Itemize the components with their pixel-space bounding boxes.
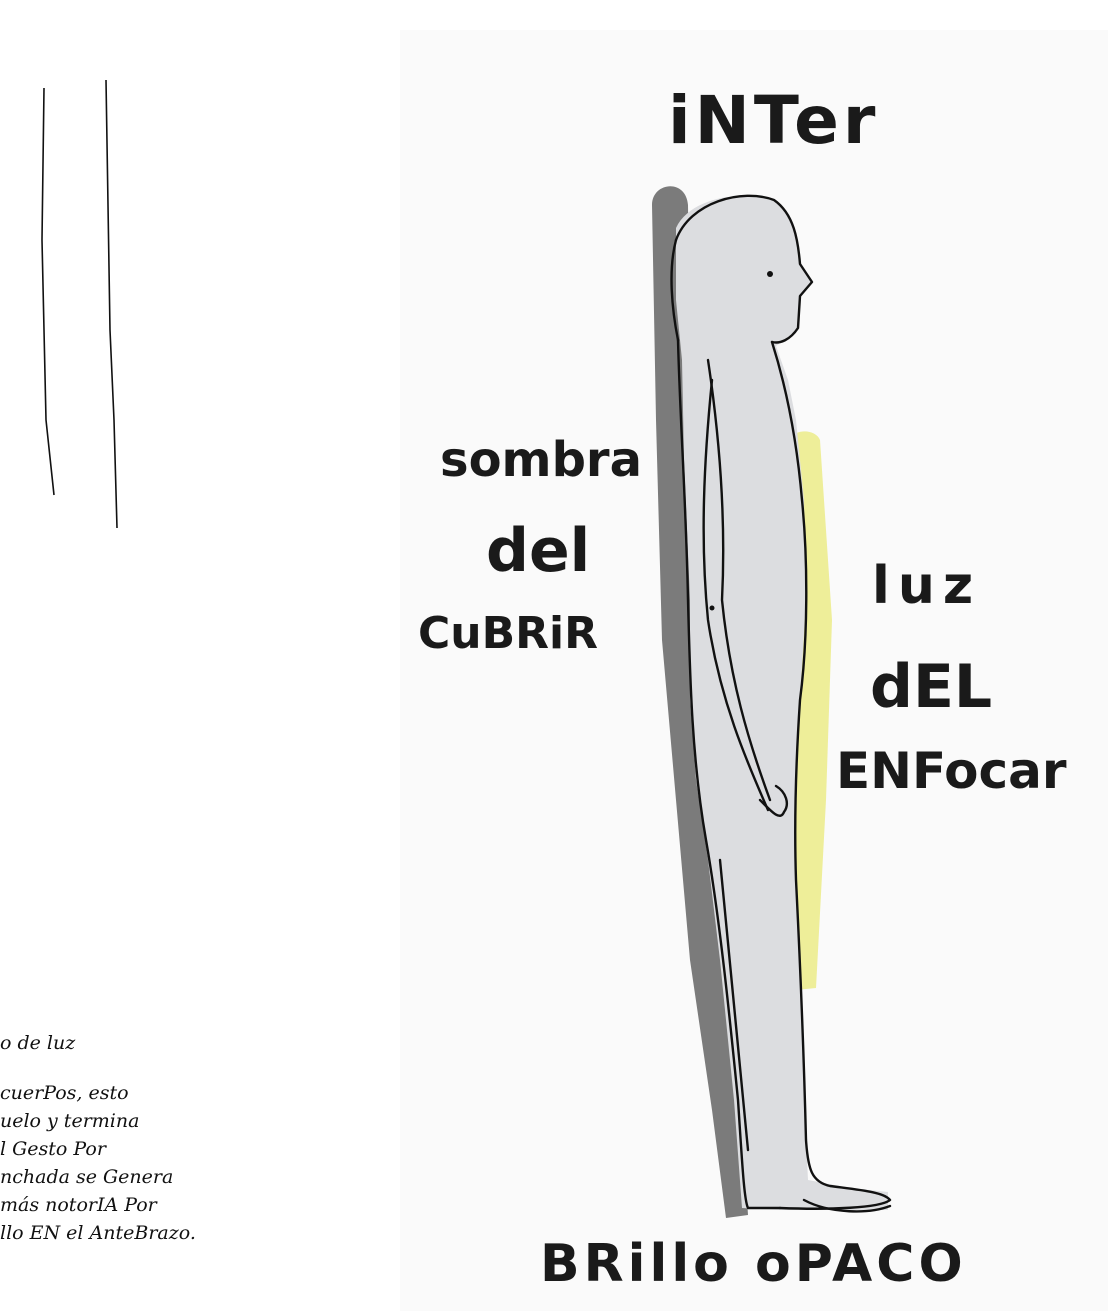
label-cubrir: CuBRiR bbox=[418, 608, 598, 659]
label-brillo-opaco: BRillo oPACO bbox=[540, 1234, 967, 1294]
eye bbox=[767, 271, 773, 277]
label-luz: luz bbox=[872, 556, 981, 616]
note-line: nchada se Genera bbox=[0, 1164, 173, 1190]
note-line: llo EN el AnteBrazo. bbox=[0, 1220, 196, 1246]
note-line: o de luz bbox=[0, 1030, 75, 1056]
label-del-light: dEL bbox=[870, 652, 992, 722]
note-line: más notorIA Por bbox=[0, 1192, 157, 1218]
note-line: l Gesto Por bbox=[0, 1136, 106, 1162]
label-del-shadow: del bbox=[486, 516, 590, 586]
label-sombra: sombra bbox=[440, 432, 642, 488]
navel bbox=[710, 606, 715, 611]
label-inter: iNTer bbox=[668, 82, 879, 159]
left-vertical-stroke-2 bbox=[106, 80, 117, 528]
label-enfocar: ENFocar bbox=[836, 742, 1067, 800]
left-vertical-stroke-1 bbox=[42, 88, 54, 495]
note-line: uelo y termina bbox=[0, 1108, 139, 1134]
note-line: cuerPos, esto bbox=[0, 1080, 129, 1106]
